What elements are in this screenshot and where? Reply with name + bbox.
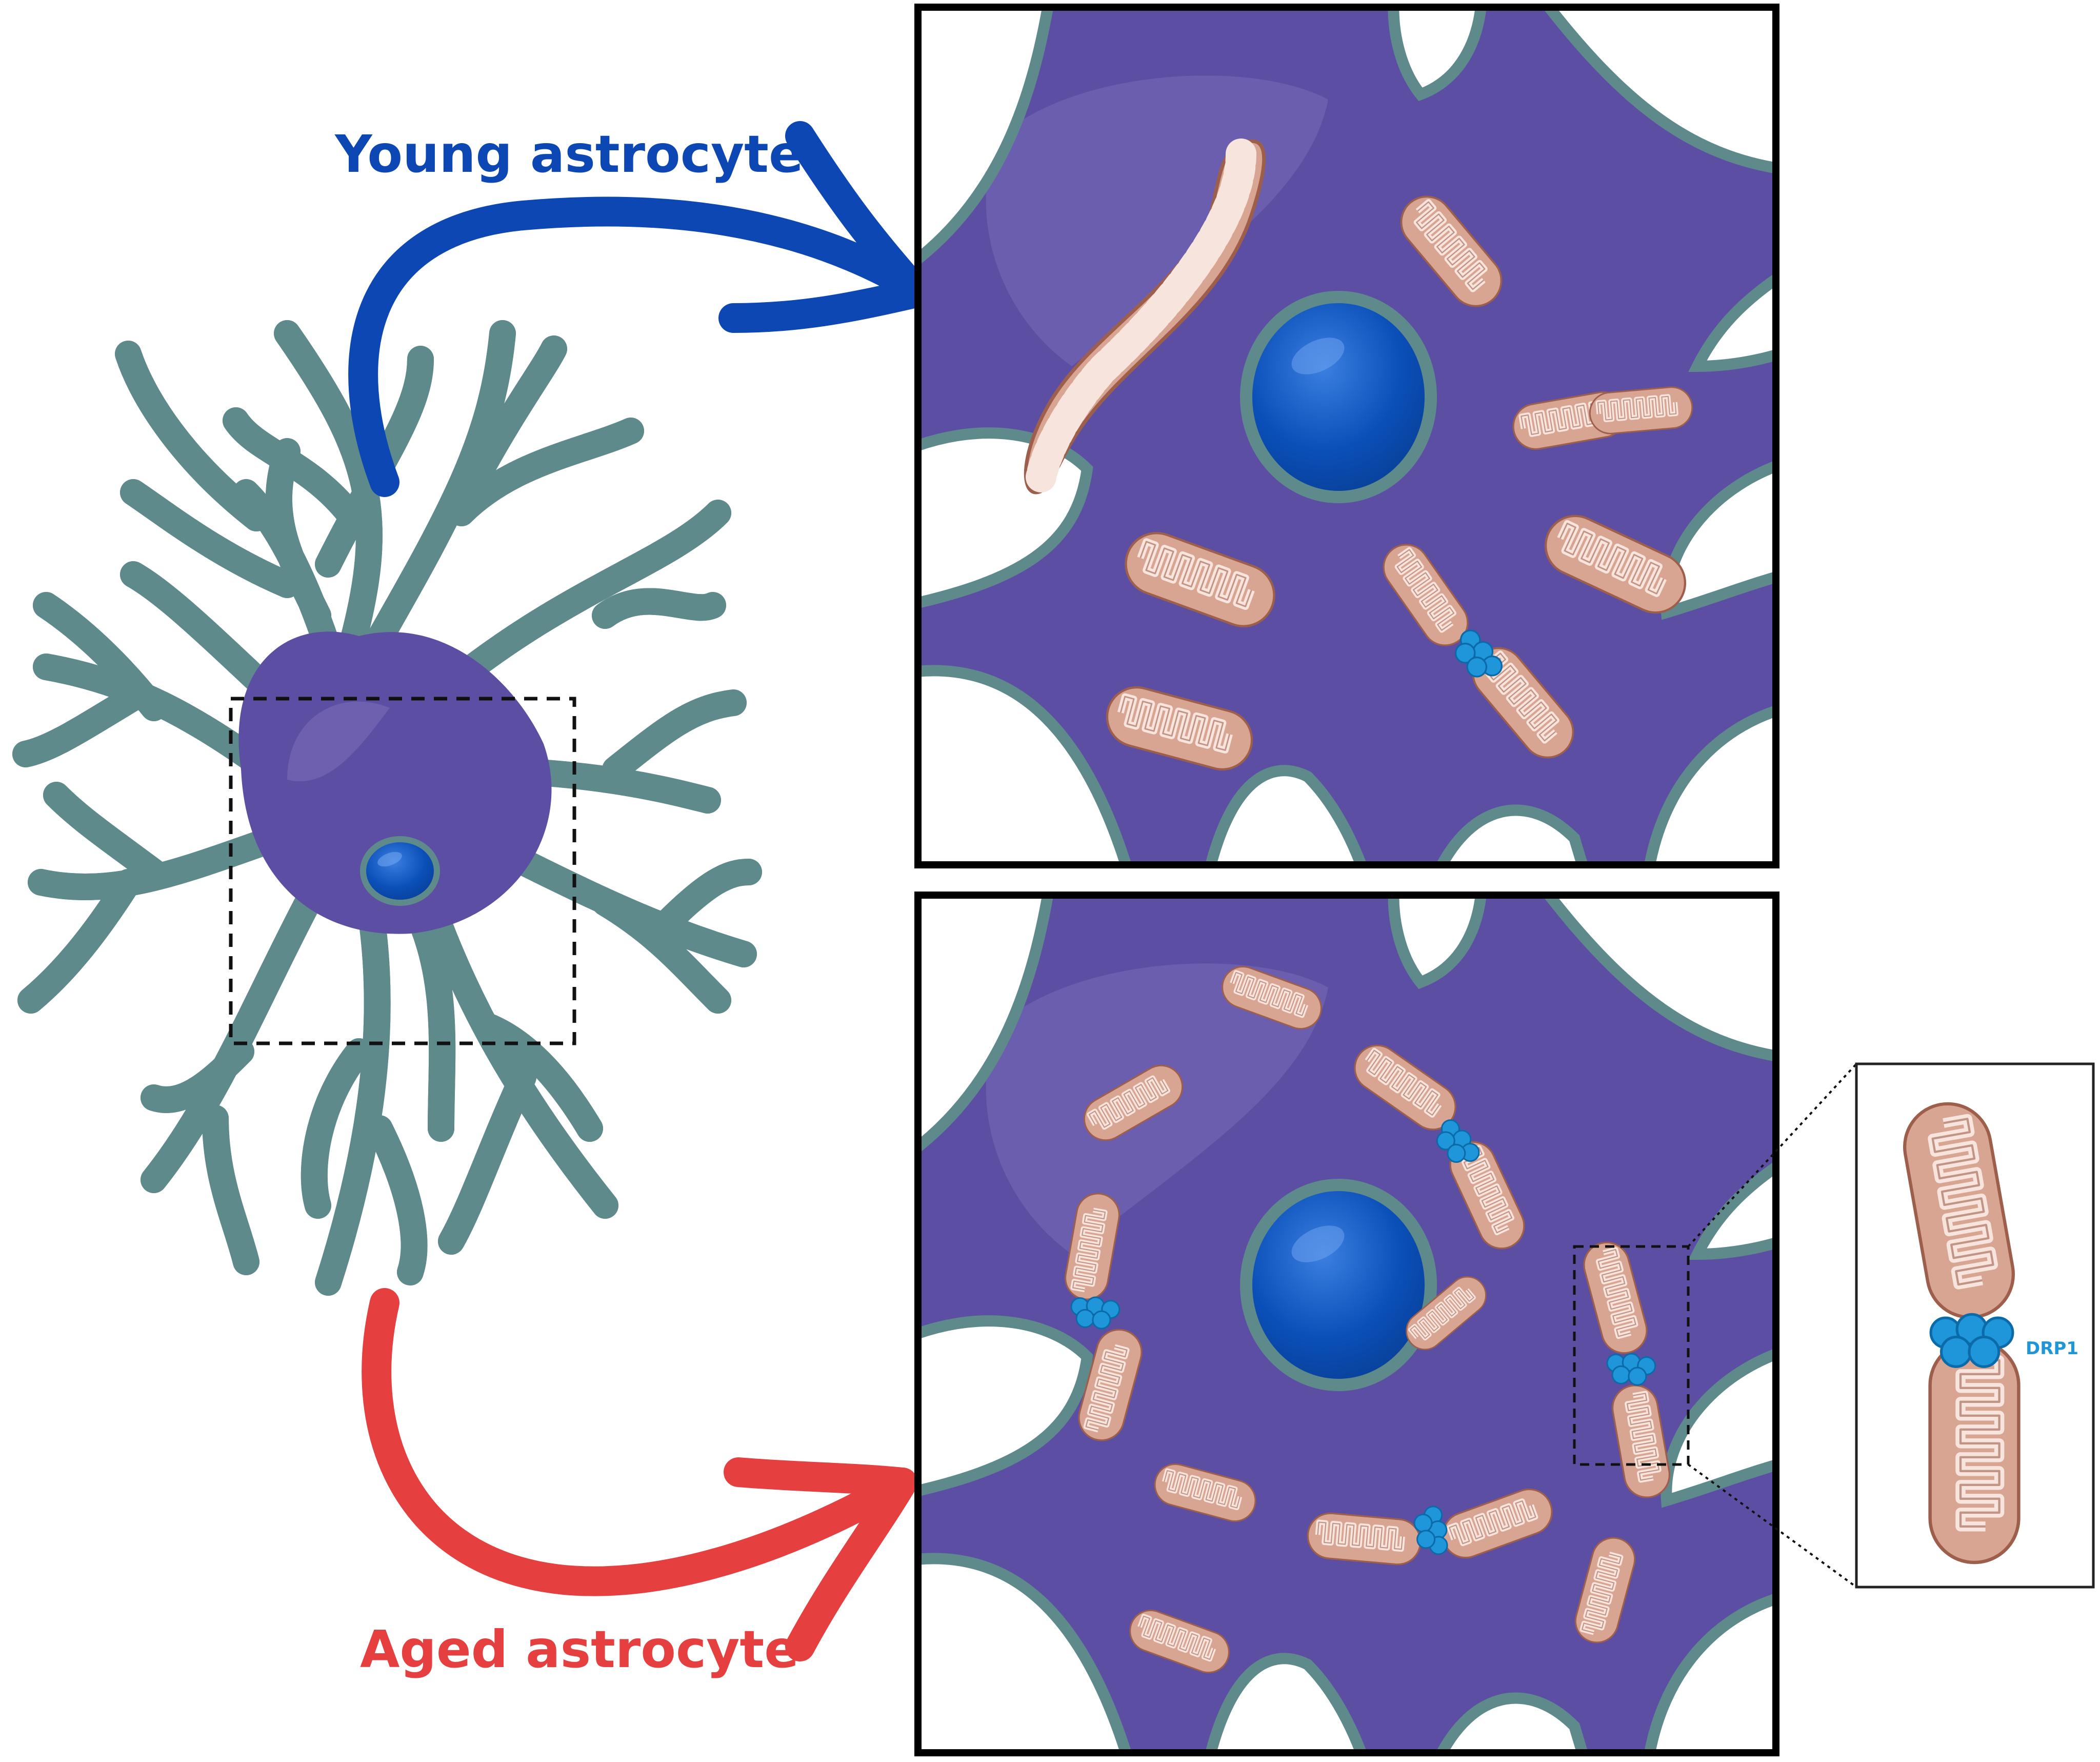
aged-panel-frame	[914, 892, 1779, 1756]
zoom-region-box	[229, 697, 576, 1045]
elongated-mitochondrion	[1024, 138, 1266, 494]
astrocyte-cell	[12, 320, 762, 1296]
mitochondrion	[1588, 385, 1694, 435]
drp1-label: DRP1	[2026, 1338, 2078, 1359]
drp1-zoom-inset: DRP1	[1855, 1062, 2095, 1589]
young-astrocyte-label: Young astrocyte	[334, 124, 804, 184]
aged-arrow	[362, 1288, 917, 1661]
zoom-selection-box	[1573, 1245, 1690, 1466]
small-nucleus	[360, 836, 440, 906]
young-panel-frame	[914, 4, 1779, 868]
aged-astrocyte-panel	[897, 875, 1800, 1762]
aged-astrocyte-label: Aged astrocyte	[360, 1619, 799, 1679]
mitochondrion-lower-half	[1930, 1341, 2019, 1562]
young-astrocyte-panel	[897, 0, 1800, 889]
